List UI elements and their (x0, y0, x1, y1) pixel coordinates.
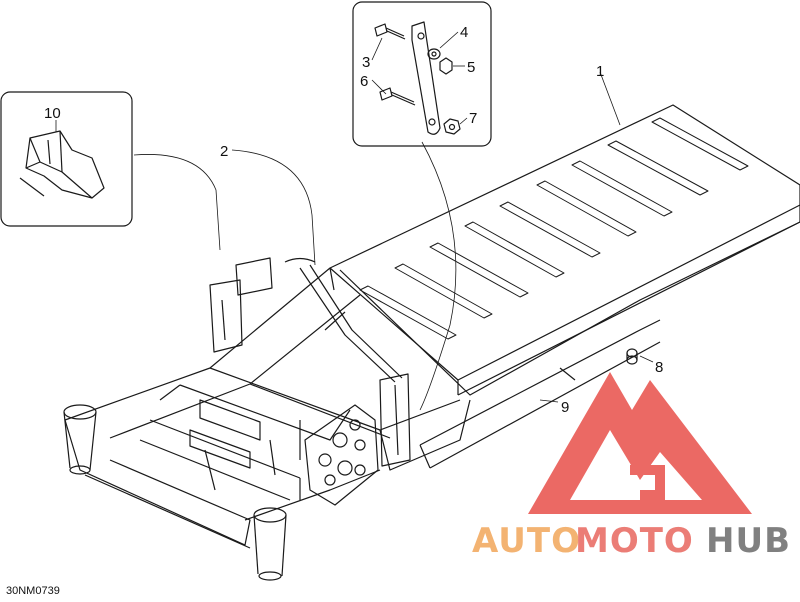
strap-bracket (411, 21, 441, 135)
nut-part-7 (443, 118, 461, 135)
callout-5: 5 (467, 59, 475, 76)
watermark-logo: AUTO MOTO HUB (472, 372, 791, 561)
watermark-text-moto: MOTO (575, 521, 694, 561)
callout-1: 1 (596, 63, 604, 80)
callout-8: 8 (655, 359, 663, 376)
callout-3: 3 (362, 54, 370, 71)
callout-4: 4 (460, 24, 468, 41)
tunnel-part-1 (329, 104, 800, 396)
callout-7: 7 (469, 110, 477, 127)
bolt-part-3 (374, 23, 406, 40)
front-shock-tower-right (253, 507, 287, 581)
frame-tubes (284, 257, 403, 383)
callout-9: 9 (561, 399, 569, 416)
upright-brackets (209, 257, 411, 467)
front-shock-tower-left (63, 404, 97, 475)
callout-10: 10 (44, 105, 61, 122)
detail-box-part-10 (0, 91, 133, 227)
watermark-triangle-mark (528, 372, 752, 514)
callout-labels: 1 2 3 4 5 6 7 8 9 10 (44, 24, 663, 416)
side-plate (304, 404, 379, 506)
cap-part-8 (626, 348, 638, 365)
detail-box-hardware (352, 1, 492, 147)
watermark-text-auto: AUTO (472, 521, 581, 561)
rail-part-9 (419, 319, 661, 469)
watermark-text-hub: HUB (706, 521, 791, 561)
bracket-part-10 (19, 130, 105, 199)
tunnel-slots (359, 117, 749, 340)
nut-part-5 (439, 57, 453, 75)
bolt-part-6 (379, 87, 416, 106)
callout-6: 6 (360, 73, 368, 90)
drawing-reference-code: 30NM0739 (6, 585, 60, 597)
callout-2: 2 (220, 143, 228, 160)
leader-lines (55, 31, 654, 411)
washer-part-4 (427, 48, 441, 60)
